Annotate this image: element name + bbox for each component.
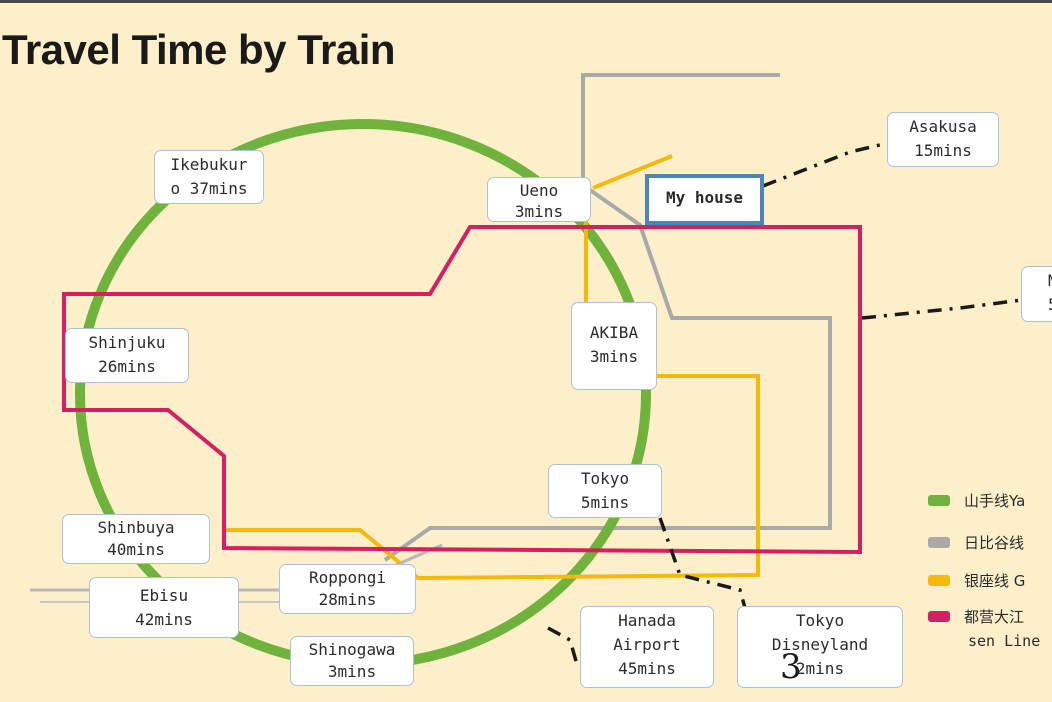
- station-label: M: [1048, 269, 1052, 293]
- hanada-connector: [547, 626, 580, 669]
- legend-oedo-sub: sen Line: [968, 632, 1041, 650]
- station-label: Shinjuku: [88, 333, 166, 352]
- station-time: 2mins: [795, 659, 845, 678]
- station-ueno: Ueno 3mins: [487, 177, 591, 222]
- station-time: o 37mins: [170, 179, 248, 198]
- station-time: 3mins: [327, 662, 377, 681]
- legend-label: 山手线Ya: [964, 492, 1026, 510]
- station-hanada-airport: Hanada Airport 45mins: [580, 606, 714, 688]
- station-shinjuku: Shinjuku 26mins: [65, 328, 189, 383]
- legend-label: 日比谷线: [964, 534, 1025, 552]
- station-ebisu: Ebisu 42mins: [89, 577, 239, 638]
- station-time: 3mins: [589, 347, 639, 366]
- legend-swatch-ginza: [928, 575, 950, 586]
- station-label: Shinogawa: [308, 640, 396, 659]
- legend-hibiya: 日比谷线: [928, 532, 1024, 553]
- station-shinogawa: Shinogawa 3mins: [290, 636, 414, 686]
- ginza-line-branch: [592, 154, 673, 190]
- station-label: AKIBA: [589, 323, 639, 342]
- station-label: Disneyland: [771, 635, 869, 654]
- station-time: 28mins: [318, 590, 377, 609]
- station-label: Asakusa: [909, 117, 977, 136]
- ginza-line: [222, 190, 760, 581]
- station-tokyo-disneyland: Tokyo Disneyland 2mins: [737, 606, 903, 688]
- station-time: 26mins: [98, 357, 156, 376]
- legend-label: 都营大江: [964, 608, 1025, 626]
- legend-swatch-oedo: [928, 611, 950, 622]
- station-label: My house: [665, 188, 744, 207]
- station-edge-cropped: M 5: [1021, 266, 1052, 322]
- legend-swatch-yamanote: [928, 495, 950, 506]
- station-time: 42mins: [135, 610, 193, 629]
- station-roppongi: Roppongi 28mins: [279, 564, 416, 614]
- legend-yamanote: 山手线Ya: [928, 490, 1025, 511]
- station-time: 15mins: [914, 141, 972, 160]
- edge-connector: [861, 298, 1023, 320]
- disney-connector: [658, 517, 747, 609]
- station-label: Ebisu: [139, 586, 189, 605]
- legend-oedo: 都营大江: [928, 606, 1024, 627]
- handwritten-scribble: 3: [780, 647, 802, 687]
- station-label: Airport: [613, 635, 681, 654]
- legend-ginza: 银座线 G: [928, 570, 1025, 591]
- station-akiba: AKIBA 3mins: [571, 302, 657, 390]
- station-my-house: My house: [645, 174, 764, 225]
- legend-swatch-hibiya: [928, 537, 950, 548]
- station-asakusa: Asakusa 15mins: [887, 112, 999, 167]
- station-time: 5: [1048, 293, 1052, 317]
- station-label: Ueno: [519, 181, 559, 200]
- legend-label: 银座线 G: [964, 572, 1026, 590]
- station-label: Ikebukur: [170, 155, 248, 174]
- asakusa-connector: [762, 141, 889, 188]
- station-label: Shinbuya: [97, 518, 175, 537]
- station-tokyo: Tokyo 5mins: [548, 464, 662, 518]
- hibiya-line-top: [581, 73, 780, 190]
- station-time: 5mins: [580, 493, 630, 512]
- station-time: 3mins: [514, 202, 564, 221]
- page-title: Travel Time by Train: [2, 26, 396, 73]
- station-time: 40mins: [107, 540, 165, 559]
- station-label: Roppongi: [308, 568, 387, 587]
- top-border: [0, 0, 1052, 3]
- oedo-line: [62, 225, 862, 555]
- station-label: Hanada: [618, 611, 676, 630]
- station-time: 45mins: [618, 659, 676, 678]
- station-ikebukuro: Ikebukur o 37mins: [154, 150, 264, 204]
- station-shinbuya: Shinbuya 40mins: [62, 514, 210, 564]
- station-label: Tokyo: [795, 611, 845, 630]
- station-label: Tokyo: [580, 469, 630, 488]
